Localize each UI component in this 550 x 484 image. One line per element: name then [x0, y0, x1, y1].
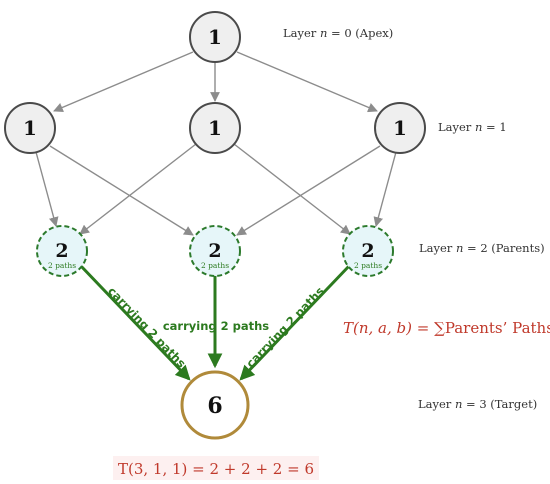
layer-label-apex-suffix: = 0 (Apex)	[327, 26, 393, 40]
layer-label-apex: Layer n = 0 (Apex)	[283, 26, 393, 40]
layer-label-target-prefix: Layer	[418, 397, 455, 411]
node-parent-left-sublabel: 2 paths	[48, 261, 76, 270]
result-equation: T(3, 1, 1) = 2 + 2 + 2 = 6	[118, 460, 314, 478]
layer-label-apex-var: n	[320, 26, 327, 40]
edge-l1right-to-p-middle	[236, 145, 381, 236]
layer-label-target-suffix: = 3 (Target)	[462, 397, 537, 411]
node-layer1-right: 1	[374, 102, 426, 154]
node-layer1-left-value: 1	[23, 116, 37, 140]
edge-l1mid-to-p-left	[79, 143, 197, 235]
node-layer1-middle: 1	[189, 102, 241, 154]
layer-label-layer1-var: n	[475, 120, 482, 134]
layer-label-parents-prefix: Layer	[419, 241, 456, 255]
edge-l1left-to-p-middle	[49, 145, 194, 236]
node-parent-middle-sublabel: 2 paths	[201, 261, 229, 270]
layer-label-parents-suffix: = 2 (Parents)	[463, 241, 544, 255]
edges-parents-to-target	[78, 263, 352, 381]
formula-lhs: T(n, a, b) =	[343, 319, 434, 337]
node-target-value: 6	[207, 393, 222, 419]
node-target: 6	[180, 370, 250, 440]
result-background	[113, 456, 319, 480]
node-parent-right-value: 2	[361, 240, 374, 262]
edges-apex-to-layer1	[53, 51, 378, 113]
layer-label-parents: Layer n = 2 (Parents)	[419, 241, 545, 255]
node-parent-left: 2 2 paths	[36, 225, 88, 277]
formula-sum: ∑	[434, 319, 445, 337]
layer-label-layer1-suffix: = 1	[482, 120, 506, 134]
edge-p-right-to-target	[239, 263, 352, 381]
layer-label-parents-var: n	[456, 241, 463, 255]
edge-apex-to-l1-left	[53, 51, 194, 113]
layer-label-target-var: n	[455, 397, 462, 411]
node-apex: 1	[189, 11, 241, 63]
layer-label-layer1: Layer n = 1	[438, 120, 507, 134]
node-parent-left-value: 2	[55, 240, 68, 262]
layer-label-target: Layer n = 3 (Target)	[418, 397, 537, 411]
node-parent-middle-value: 2	[208, 240, 221, 262]
node-layer1-left: 1	[4, 102, 56, 154]
layer-label-layer1-prefix: Layer	[438, 120, 475, 134]
edge-l1left-to-p-left	[35, 151, 59, 227]
edge-l1mid-to-p-right	[233, 143, 351, 235]
edge-l1right-to-p-right	[373, 151, 397, 227]
formula-rhs: Parents’ Paths	[445, 319, 550, 337]
edge-label-middle: carrying 2 paths	[163, 319, 269, 333]
edge-p-left-to-target	[78, 263, 191, 381]
node-apex-value: 1	[208, 25, 222, 49]
node-parent-middle: 2 2 paths	[189, 225, 241, 277]
node-parent-right: 2 2 paths	[342, 225, 394, 277]
layer-label-apex-prefix: Layer	[283, 26, 320, 40]
recurrence-formula: T(n, a, b) = ∑Parents’ Paths	[343, 319, 550, 337]
node-layer1-middle-value: 1	[208, 116, 222, 140]
edge-apex-to-l1-right	[236, 51, 378, 113]
edges-layer1-to-parents	[35, 143, 397, 236]
node-layer1-right-value: 1	[393, 116, 407, 140]
node-parent-right-sublabel: 2 paths	[354, 261, 382, 270]
